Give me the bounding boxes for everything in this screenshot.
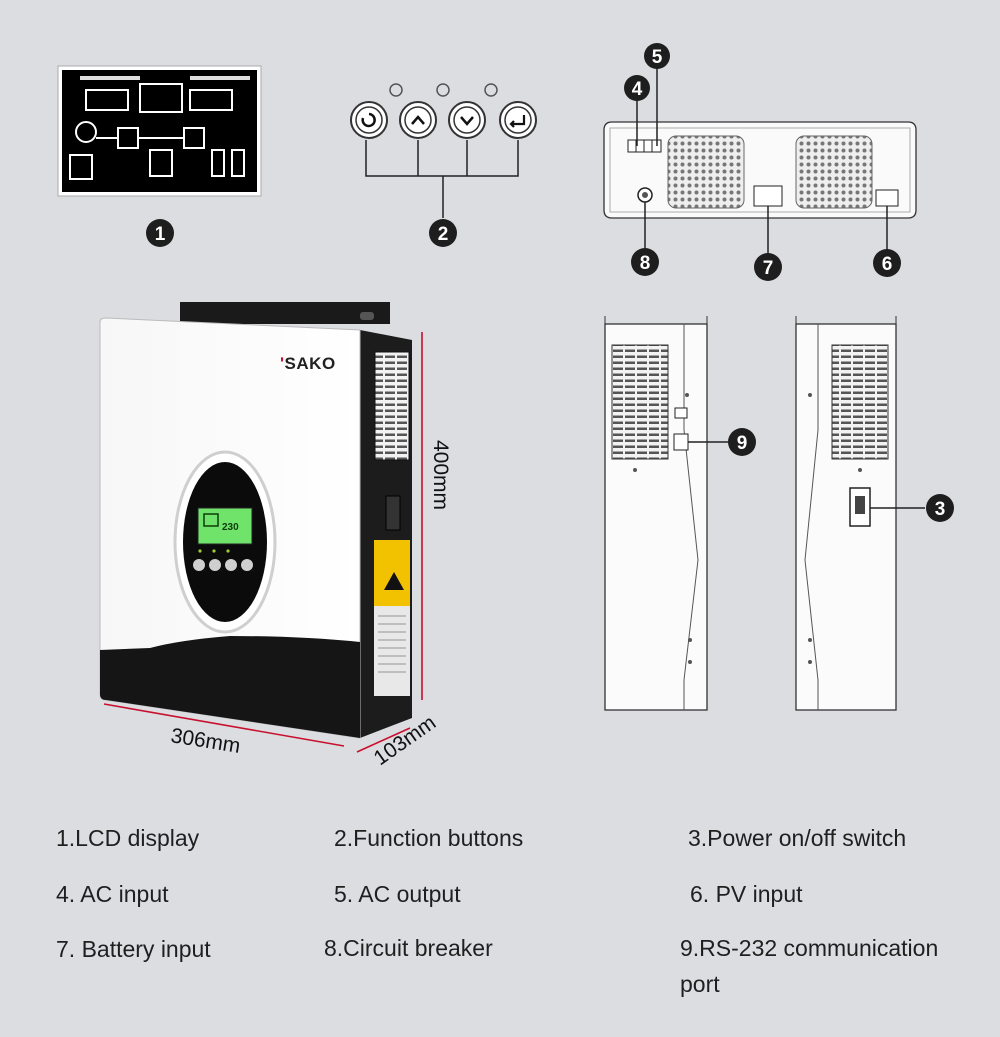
legend-item-1: 1.LCD display — [56, 825, 200, 851]
svg-text:9: 9 — [737, 433, 748, 454]
legend-item-2: 2.Function buttons — [334, 825, 524, 851]
brand-tick-icon: ʹ — [280, 354, 285, 373]
legend-item-6: 6. PV input — [690, 881, 803, 907]
legend-item-8: 8.Circuit breaker — [324, 935, 493, 961]
svg-text:5: 5 — [652, 47, 663, 68]
svg-text:6: 6 — [882, 254, 893, 275]
lcd-display-detail — [57, 65, 262, 197]
function-buttons-detail — [350, 83, 537, 218]
legend-item-9: 9.RS-232 communication port — [680, 935, 939, 997]
callout-2: 2 — [429, 219, 457, 247]
callout-4: 4 — [624, 75, 650, 101]
callout-6: 6 — [873, 249, 901, 277]
left-side-view — [604, 316, 730, 711]
svg-text:7: 7 — [763, 258, 774, 279]
svg-text:4: 4 — [632, 79, 643, 100]
brand-logo: ʹSAKO — [280, 354, 336, 374]
right-side-view — [795, 316, 925, 711]
down-button-icon — [448, 101, 486, 139]
legend-item-5: 5. AC output — [334, 881, 461, 907]
callout-3: 3 — [926, 494, 954, 522]
legend-item-4: 4. AC input — [56, 881, 169, 907]
dimension-lines — [103, 332, 423, 753]
svg-text:1: 1 — [155, 224, 166, 245]
callout-8: 8 — [631, 248, 659, 276]
callout-7: 7 — [754, 253, 782, 281]
legend-item-3: 3.Power on/off switch — [688, 825, 907, 851]
svg-text:2: 2 — [438, 224, 449, 245]
svg-text:3: 3 — [935, 499, 946, 520]
up-button-icon — [399, 101, 437, 139]
bottom-panel-view — [603, 68, 917, 255]
callout-1: 1 — [146, 219, 174, 247]
lcd-screen-value: 230 — [222, 522, 239, 533]
escape-button-icon — [350, 101, 388, 139]
brand-name: SAKO — [284, 354, 336, 373]
inverter-product-view — [99, 302, 412, 739]
dimension-width: 306mm — [169, 724, 242, 758]
callout-5: 5 — [644, 43, 670, 69]
callout-9: 9 — [728, 428, 756, 456]
legend-item-7: 7. Battery input — [56, 936, 211, 962]
enter-button-icon — [499, 101, 537, 139]
svg-text:8: 8 — [640, 253, 651, 274]
dimension-height: 400mm — [429, 440, 452, 510]
